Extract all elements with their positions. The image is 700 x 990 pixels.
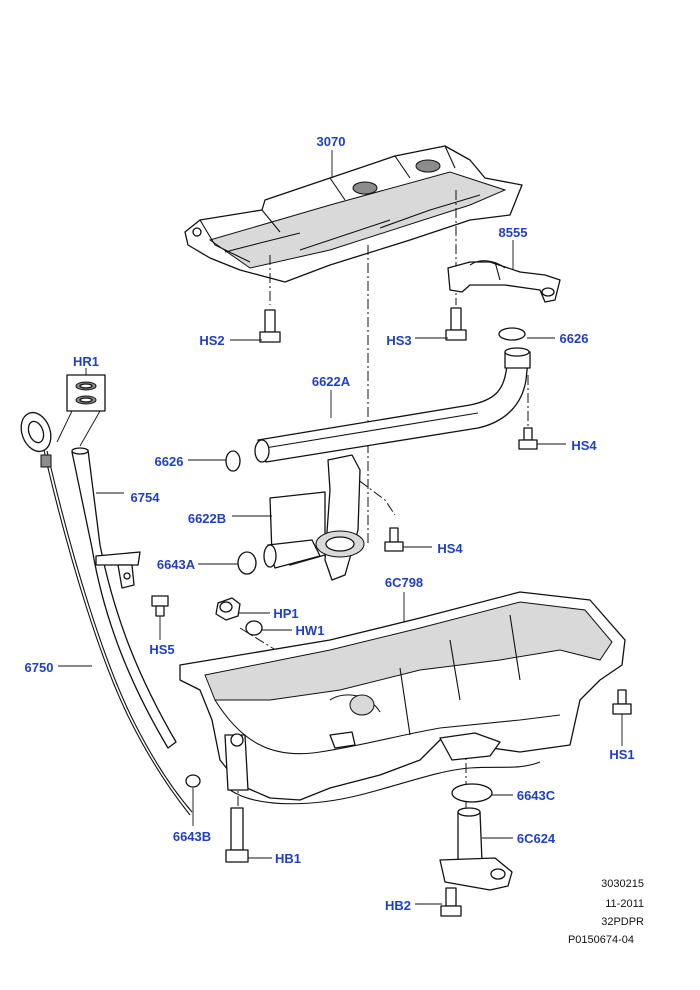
bolt-hs3 — [445, 307, 467, 341]
dipstick-6750 — [20, 411, 193, 816]
oil-pan-6c798 — [179, 591, 626, 805]
o-ring-hr1-box — [66, 374, 106, 412]
centerline-pickup — [344, 469, 396, 516]
bolt-hb2 — [440, 887, 462, 917]
o-ring-6643a — [237, 551, 257, 575]
label-8555: 8555 — [499, 225, 528, 240]
diagram-date: 11-2011 — [605, 898, 644, 910]
label-6643a: 6643A — [157, 557, 196, 572]
label-hb2: HB2 — [385, 898, 411, 913]
drain-plug-hp1 — [215, 597, 241, 621]
bolt-hs5 — [151, 595, 169, 617]
label-hs1: HS1 — [609, 747, 634, 762]
label-hr1: HR1 — [73, 354, 99, 369]
label-6c624: 6C624 — [517, 831, 556, 846]
label-hs4-upper: HS4 — [571, 438, 597, 453]
diagram-code-1: 3030215 — [601, 878, 644, 890]
label-6626-upper: 6626 — [560, 331, 589, 346]
diagram-reference: P0150674-04 — [567, 934, 634, 946]
oil-tube-6622a — [254, 347, 531, 463]
label-hs2: HS2 — [199, 333, 224, 348]
o-ring-6643b — [185, 774, 201, 788]
o-ring-hw1 — [245, 620, 263, 636]
label-3070: 3070 — [317, 134, 346, 149]
bolt-hs2 — [259, 309, 281, 343]
filter-adaptor-6c624 — [439, 807, 513, 891]
bolt-hs1 — [612, 689, 632, 715]
label-6626-lower: 6626 — [155, 454, 184, 469]
windage-tray-3070 — [184, 145, 523, 283]
o-ring-6643c — [451, 783, 493, 803]
bracket-8555 — [447, 260, 561, 303]
leader-hr1 — [56, 368, 101, 447]
dipstick-tube-6754 — [71, 447, 177, 749]
bolt-hs4-upper — [518, 427, 538, 450]
label-6622a: 6622A — [312, 374, 351, 389]
label-6750: 6750 — [25, 660, 54, 675]
label-hs4-lower: HS4 — [437, 541, 463, 556]
diagram-code-2: 32PDPR — [601, 916, 644, 928]
label-6754: 6754 — [131, 490, 161, 505]
label-hb1: HB1 — [275, 851, 301, 866]
label-6622b: 6622B — [188, 511, 226, 526]
bolt-hs4-lower — [384, 527, 404, 552]
o-ring-6626-upper — [498, 327, 526, 341]
label-hs3: HS3 — [386, 333, 411, 348]
label-hw1: HW1 — [296, 623, 325, 638]
label-6643b: 6643B — [173, 829, 211, 844]
o-ring-6626-lower — [225, 450, 241, 472]
label-hs5: HS5 — [149, 642, 174, 657]
label-hp1: HP1 — [273, 606, 298, 621]
bolt-hb1 — [225, 807, 249, 863]
oil-pickup-6622b — [263, 454, 365, 581]
label-6643c: 6643C — [517, 788, 556, 803]
label-6c798: 6C798 — [385, 575, 423, 590]
